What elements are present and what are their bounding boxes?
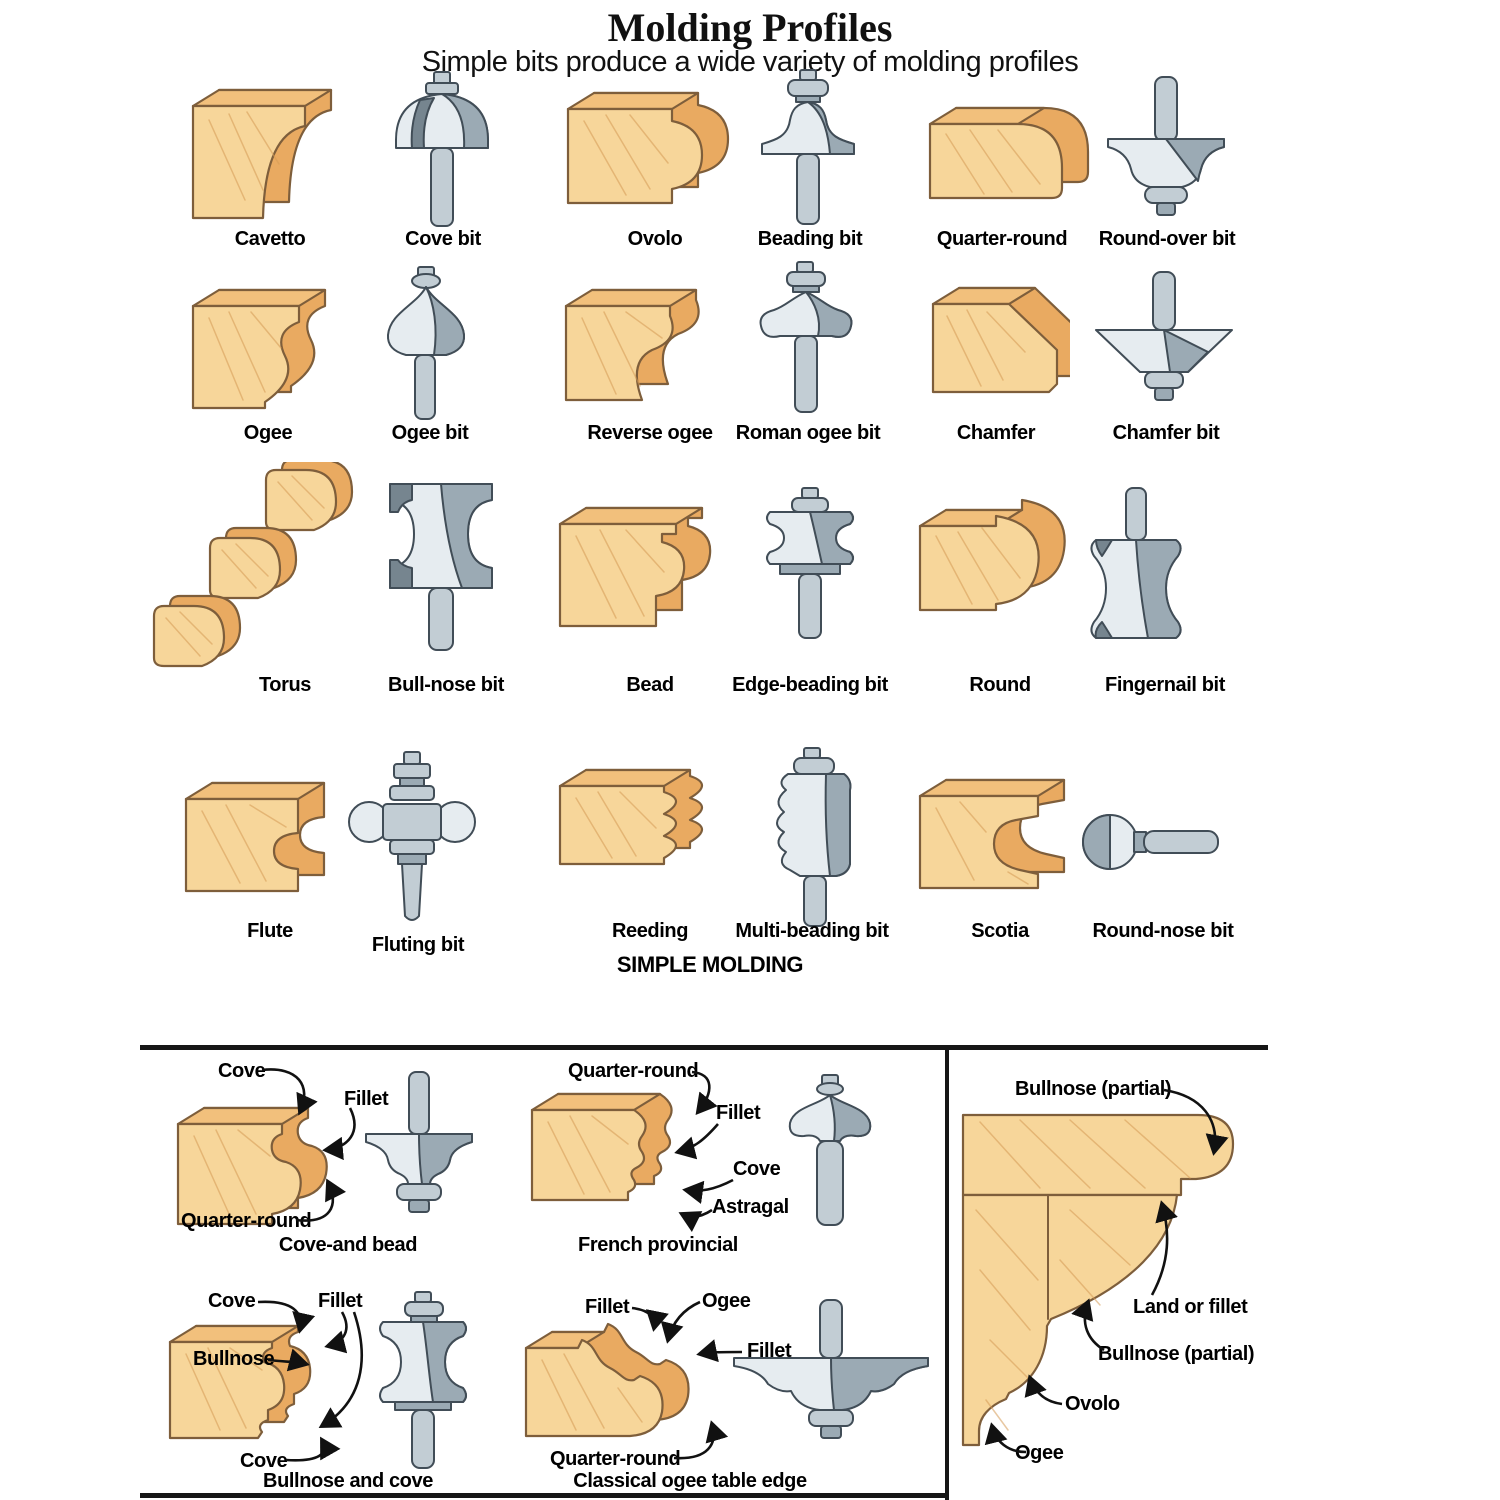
- bead-wood-illustration: [558, 506, 712, 628]
- label-edge-beading-bit: Edge-beading bit: [732, 674, 888, 696]
- multi-beading-bit-illustration: [776, 747, 852, 927]
- classical-ogee-label-fillet-right: Fillet: [747, 1340, 792, 1362]
- classical-ogee-caption: Classical ogee table edge: [573, 1470, 807, 1492]
- label-cavetto: Cavetto: [234, 228, 306, 250]
- label-fingernail-bit: Fingernail bit: [1105, 674, 1225, 696]
- french-provincial-wood-illustration: [530, 1092, 673, 1202]
- label-torus: Torus: [258, 674, 312, 696]
- section-top-border: [140, 1045, 1268, 1050]
- scotia-wood-illustration: [918, 778, 1066, 890]
- edge-beading-bit-illustration: [766, 487, 854, 639]
- label-multi-beading-bit: Multi-beading bit: [735, 920, 889, 942]
- label-fluting-bit: Fluting bit: [371, 934, 465, 956]
- label-quarter-round: Quarter-round: [936, 228, 1068, 250]
- label-chamfer: Chamfer: [956, 422, 1036, 444]
- label-beading-bit: Beading bit: [757, 228, 863, 250]
- classical-ogee-label-fillet-left: Fillet: [585, 1296, 630, 1318]
- round-wood-illustration: [918, 498, 1066, 612]
- ogee-wood-illustration: [191, 288, 327, 410]
- page-title: Molding Profiles: [607, 5, 893, 50]
- label-flute: Flute: [247, 920, 293, 942]
- crown-molding-illustration: [961, 1113, 1235, 1447]
- bullnose-and-cove-label-cove-top: Cove: [208, 1290, 256, 1312]
- reeding-wood-illustration: [558, 768, 704, 866]
- roman-ogee-bit-illustration: [759, 261, 853, 413]
- fluting-bit-illustration: [348, 751, 476, 921]
- quarter-round-wood-illustration: [928, 106, 1090, 200]
- crown-label-ogee: Ogee: [1015, 1442, 1064, 1464]
- label-round-over-bit: Round-over bit: [1098, 228, 1236, 250]
- bull-nose-bit-illustration: [389, 483, 493, 651]
- cove-and-bead-label-quarter-round: Quarter-round: [181, 1210, 312, 1232]
- chamfer-wood-illustration: [931, 286, 1070, 394]
- torus-wood-illustration: [152, 462, 354, 668]
- chamfer-bit-illustration: [1095, 271, 1233, 401]
- french-provincial-label-cove: Cove: [733, 1158, 781, 1180]
- round-nose-bit-illustration: [1082, 814, 1219, 870]
- bullnose-and-cove-bit-illustration: [379, 1291, 467, 1469]
- cavetto-wood-illustration: [191, 88, 333, 220]
- fingernail-bit-illustration: [1090, 487, 1182, 639]
- round-over-bit-illustration: [1107, 76, 1225, 216]
- label-reverse-ogee: Reverse ogee: [587, 422, 713, 444]
- french-provincial-label-quarter-round: Quarter-round: [568, 1060, 699, 1082]
- label-round: Round: [969, 674, 1031, 696]
- bullnose-and-cove-label-fillet: Fillet: [318, 1290, 363, 1312]
- flute-wood-illustration: [184, 781, 326, 893]
- page-subtitle: Simple bits produce a wide variety of mo…: [421, 46, 1079, 78]
- cove-and-bead-caption: Cove-and bead: [278, 1234, 418, 1256]
- label-chamfer-bit: Chamfer bit: [1112, 422, 1220, 444]
- crown-label-bullnose-top: Bullnose (partial): [1015, 1078, 1172, 1100]
- crown-label-bullnose-mid: Bullnose (partial): [1098, 1343, 1255, 1365]
- label-bead: Bead: [626, 674, 674, 696]
- crown-label-land-or-fillet: Land or fillet: [1133, 1296, 1248, 1318]
- bullnose-and-cove-caption: Bullnose and cove: [263, 1470, 433, 1492]
- label-cove-bit: Cove bit: [405, 228, 481, 250]
- label-reeding: Reeding: [611, 920, 689, 942]
- label-ogee: Ogee: [243, 422, 293, 444]
- label-round-nose-bit: Round-nose bit: [1092, 920, 1234, 942]
- bullnose-and-cove-label-cove-bottom: Cove: [240, 1450, 288, 1472]
- label-ogee-bit: Ogee bit: [391, 422, 469, 444]
- label-bull-nose-bit: Bull-nose bit: [388, 674, 504, 696]
- french-provincial-bit-illustration: [788, 1074, 872, 1226]
- label-scotia: Scotia: [971, 920, 1029, 942]
- cove-bit-illustration: [395, 71, 489, 227]
- crown-label-ovolo: Ovolo: [1065, 1393, 1120, 1415]
- ogee-bit-illustration: [386, 266, 466, 420]
- cove-and-bead-bit-illustration: [365, 1071, 473, 1213]
- section-vertical-divider: [945, 1045, 949, 1500]
- classical-ogee-label-quarter-round: Quarter-round: [550, 1448, 681, 1470]
- label-roman-ogee-bit: Roman ogee bit: [735, 422, 881, 444]
- label-ovolo: Ovolo: [627, 228, 683, 250]
- classical-ogee-bit-illustration: [733, 1299, 929, 1439]
- section-bottom-border: [140, 1493, 949, 1498]
- reverse-ogee-wood-illustration: [564, 288, 700, 402]
- cove-and-bead-label-fillet: Fillet: [344, 1088, 389, 1110]
- ovolo-wood-illustration: [566, 91, 730, 205]
- bullnose-and-cove-label-bullnose: Bullnose: [193, 1348, 275, 1370]
- classical-ogee-wood-illustration: [524, 1322, 690, 1438]
- french-provincial-caption: French provincial: [578, 1234, 738, 1256]
- beading-bit-illustration: [761, 69, 855, 225]
- section-caption-simple-molding: SIMPLE MOLDING: [616, 952, 804, 977]
- classical-ogee-label-ogee: Ogee: [702, 1290, 751, 1312]
- french-provincial-label-astragal: Astragal: [712, 1196, 789, 1218]
- cove-and-bead-label-cove: Cove: [218, 1060, 266, 1082]
- french-provincial-label-fillet: Fillet: [716, 1102, 761, 1124]
- annotation-arrows: [257, 1068, 1229, 1462]
